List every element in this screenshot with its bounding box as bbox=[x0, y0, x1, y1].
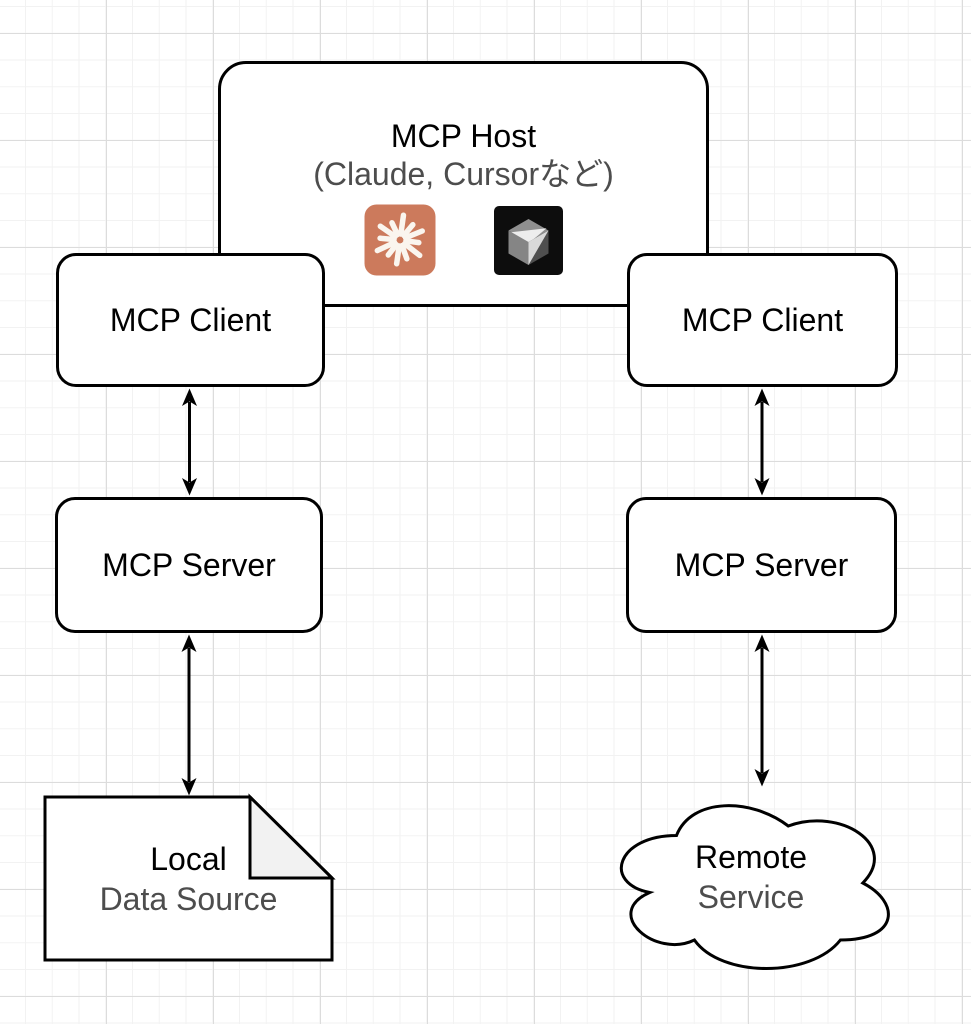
mcp-server-right-box: MCP Server bbox=[626, 497, 897, 633]
local-data-source-label-line1: Local bbox=[150, 840, 227, 877]
remote-service-shape bbox=[619, 804, 890, 970]
claude-icon bbox=[364, 204, 436, 276]
remote-service-label-line1: Remote bbox=[694, 839, 808, 875]
remote-service-label: Remote Service bbox=[602, 782, 900, 972]
mcp-client-right-box: MCP Client bbox=[627, 253, 898, 387]
host-app-icons bbox=[364, 204, 563, 276]
arrow-server-right-remote-service bbox=[754, 634, 770, 787]
remote-service-label-line2: Service bbox=[697, 879, 805, 915]
cursor-icon bbox=[494, 205, 563, 275]
mcp-server-left-box: MCP Server bbox=[55, 497, 323, 633]
mcp-client-left-label: MCP Client bbox=[109, 301, 272, 338]
mcp-client-left-box: MCP Client bbox=[56, 253, 325, 387]
mcp-server-right-label: MCP Server bbox=[674, 546, 849, 583]
local-data-source-label: Local Data Source bbox=[45, 797, 332, 960]
arrow-server-left-data-source bbox=[181, 634, 197, 796]
mcp-server-left-label: MCP Server bbox=[102, 546, 276, 583]
local-data-source-shape bbox=[43, 793, 336, 962]
mcp-host-subtitle: (Claude, Cursorなど) bbox=[313, 156, 614, 192]
mcp-client-right-label: MCP Client bbox=[681, 301, 844, 338]
arrow-client-left-server-left bbox=[182, 388, 197, 496]
folded-corner bbox=[248, 793, 336, 880]
arrow-client-right-server-right bbox=[754, 388, 770, 496]
local-data-source-label-line2: Data Source bbox=[99, 880, 278, 917]
mcp-host-title: MCP Host bbox=[390, 118, 537, 154]
